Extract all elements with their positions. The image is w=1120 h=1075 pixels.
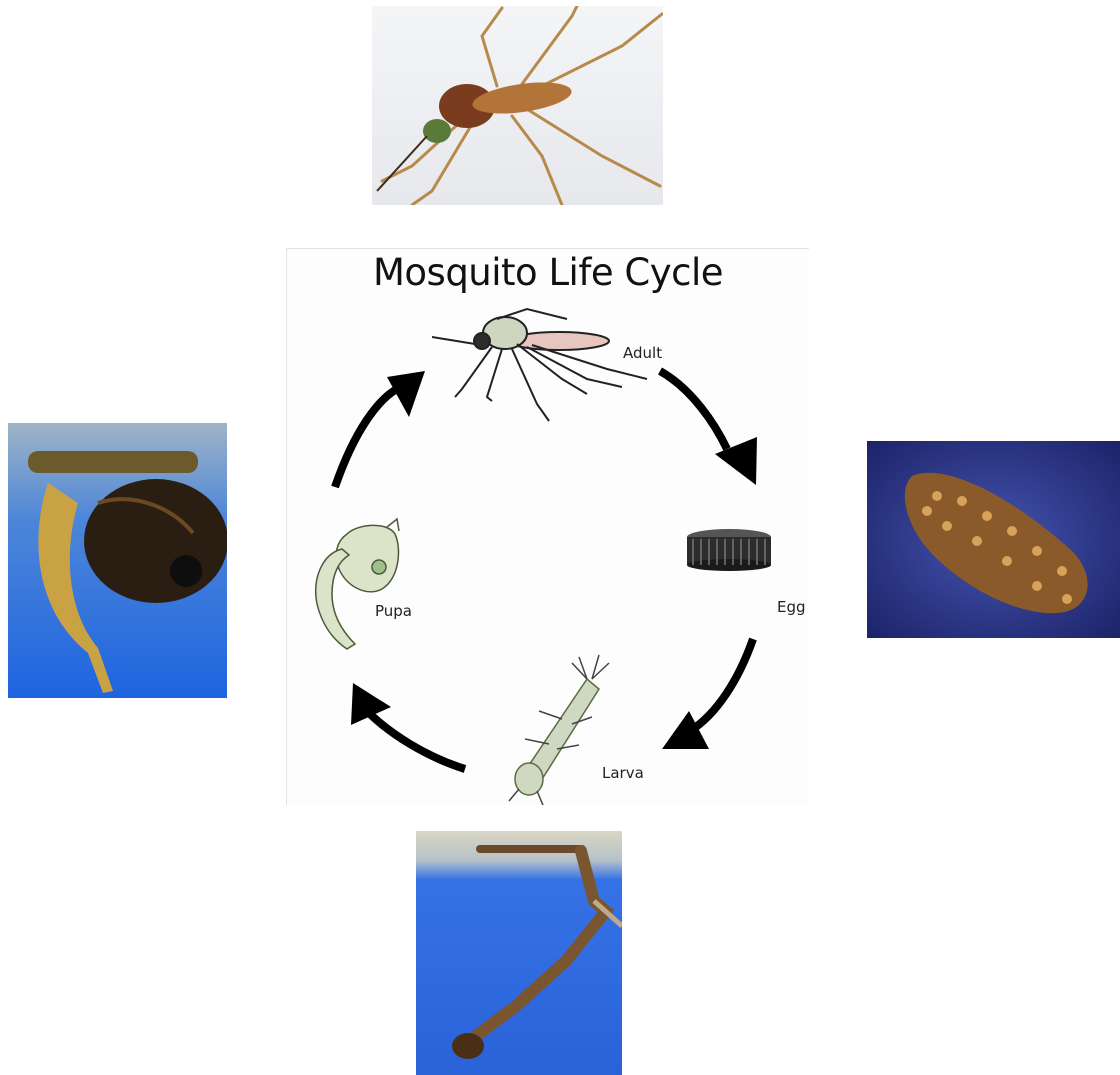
stage-label-pupa: Pupa (375, 602, 412, 620)
egg-raft-photo (867, 441, 1120, 638)
arrow-adult-to-egg (660, 371, 727, 449)
larva-illustration (509, 655, 609, 805)
cycle-arrows (335, 371, 753, 769)
adult-illustration (432, 309, 647, 421)
egg-illustration (687, 529, 771, 571)
arrow-egg-to-larva (690, 639, 753, 731)
life-cycle-diagram: Mosquito Life Cycle Adult Egg Larva Pupa (286, 248, 809, 805)
adult-mosquito-photo (372, 6, 663, 205)
pupa-photo (8, 423, 227, 698)
arrow-larva-to-pupa (365, 709, 465, 769)
diagram-title: Mosquito Life Cycle (287, 251, 809, 294)
arrow-pupa-to-adult (335, 389, 397, 487)
stage-label-adult: Adult (623, 344, 662, 362)
stage-label-egg: Egg (777, 598, 806, 616)
stage-label-larva: Larva (602, 764, 644, 782)
larva-photo (416, 831, 622, 1075)
pupa-illustration (316, 519, 399, 649)
